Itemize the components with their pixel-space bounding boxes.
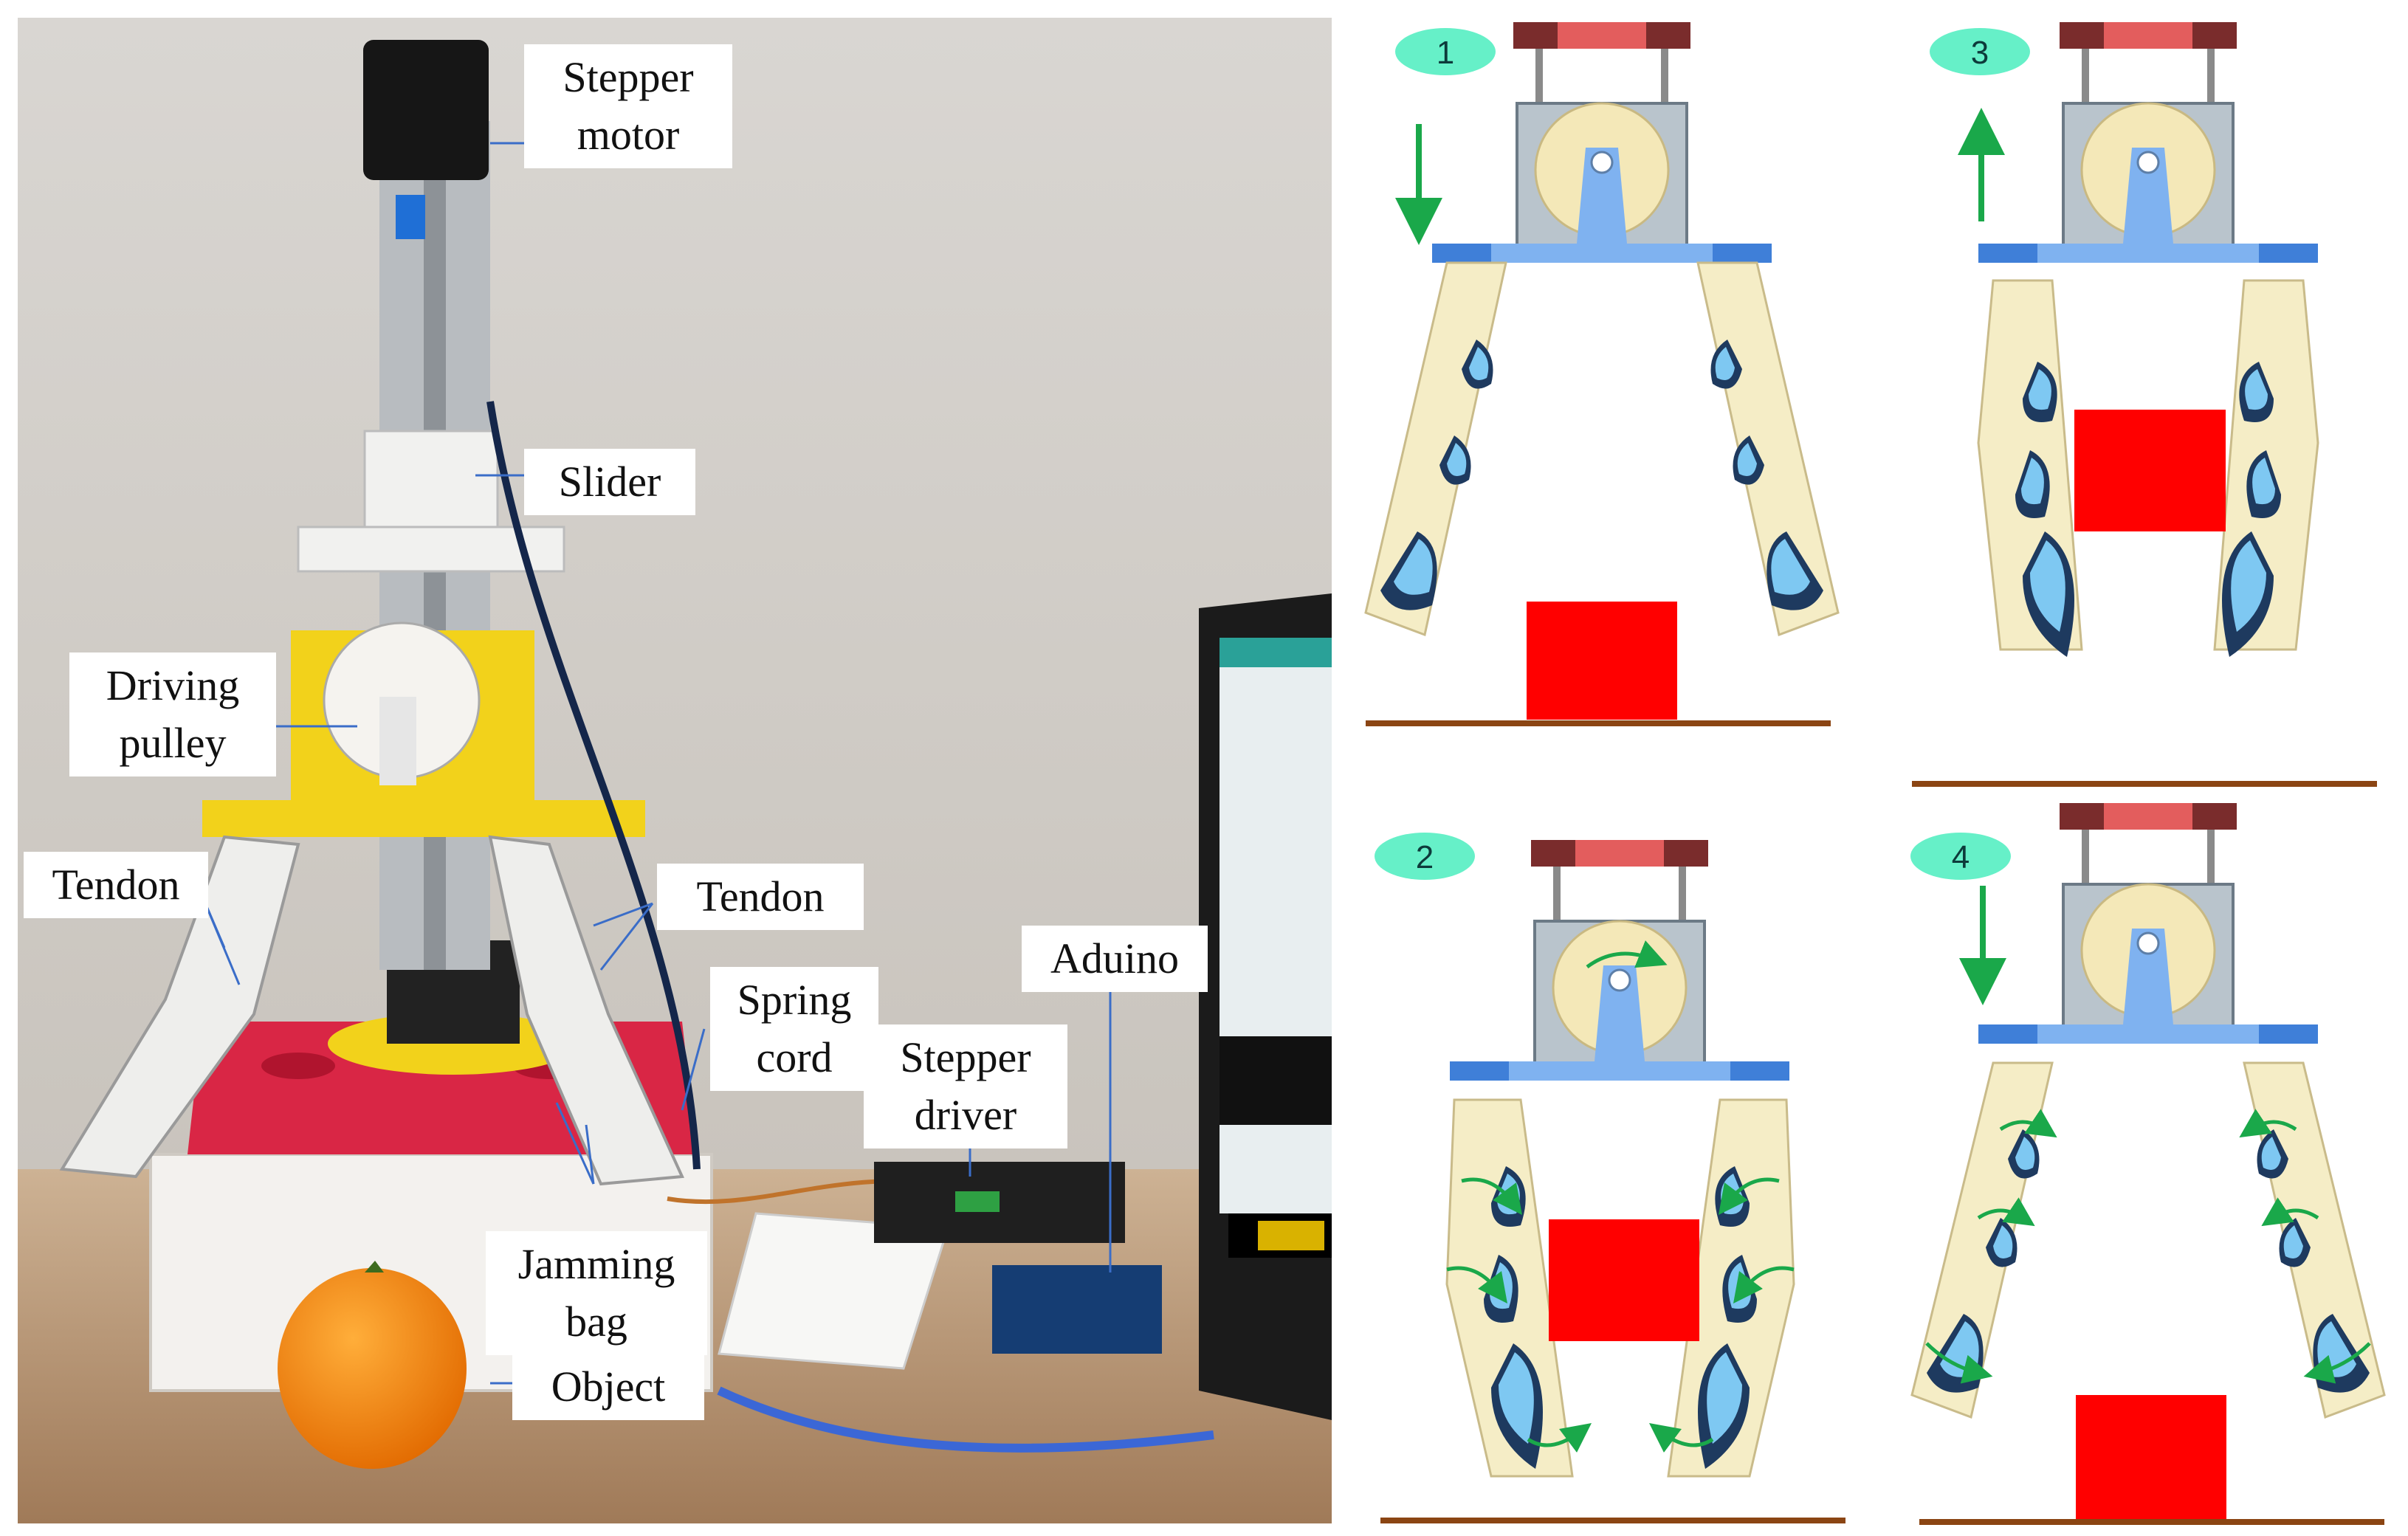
- laptop: [1199, 593, 1332, 1420]
- step-badge-4: [1910, 833, 2011, 880]
- jamming-pads-3: [2015, 362, 2281, 657]
- step-number-3: 3: [1971, 35, 1989, 71]
- label-aduino: Aduino: [1022, 926, 1208, 992]
- step-badge-2: [1375, 833, 1475, 880]
- grasp-sequence-panels: 1 3: [1364, 21, 2386, 1525]
- stepper-motor-body: [363, 40, 489, 180]
- step-badge-1: [1395, 28, 1496, 75]
- rotation-arrows-4: [1925, 1109, 2371, 1384]
- step-panel-3: 3: [1912, 21, 2377, 787]
- label-tendon-left: Tendon: [24, 852, 208, 918]
- step-number-2: 2: [1416, 839, 1434, 875]
- arduino-board: [992, 1265, 1162, 1354]
- label-object: Object: [512, 1354, 704, 1420]
- jamming-pads-1: [1380, 340, 1823, 610]
- slider-carriage: [363, 430, 499, 536]
- red-object-1: [1527, 602, 1677, 720]
- base-plate: [202, 800, 645, 837]
- rotation-arrows-2: [1446, 940, 1795, 1453]
- left-finger: [59, 835, 300, 1179]
- orange-object: [278, 1268, 467, 1469]
- step-panel-2: 2: [1375, 833, 1845, 1523]
- gripper-photo-illustration: [18, 18, 1332, 1523]
- red-object-3: [2074, 410, 2226, 531]
- step-panel-4: 4: [1910, 802, 2386, 1525]
- step-badge-3: [1930, 28, 2030, 75]
- step-panel-1: 1: [1364, 21, 1840, 726]
- label-tendon-right: Tendon: [657, 864, 864, 930]
- step-number-4: 4: [1952, 839, 1970, 875]
- right-finger: [488, 835, 684, 1186]
- leader-lines: [201, 142, 1112, 1385]
- red-object-2: [1549, 1219, 1699, 1341]
- step-number-1: 1: [1437, 35, 1454, 71]
- label-slider: Slider: [524, 449, 695, 515]
- red-object-4: [2076, 1395, 2226, 1519]
